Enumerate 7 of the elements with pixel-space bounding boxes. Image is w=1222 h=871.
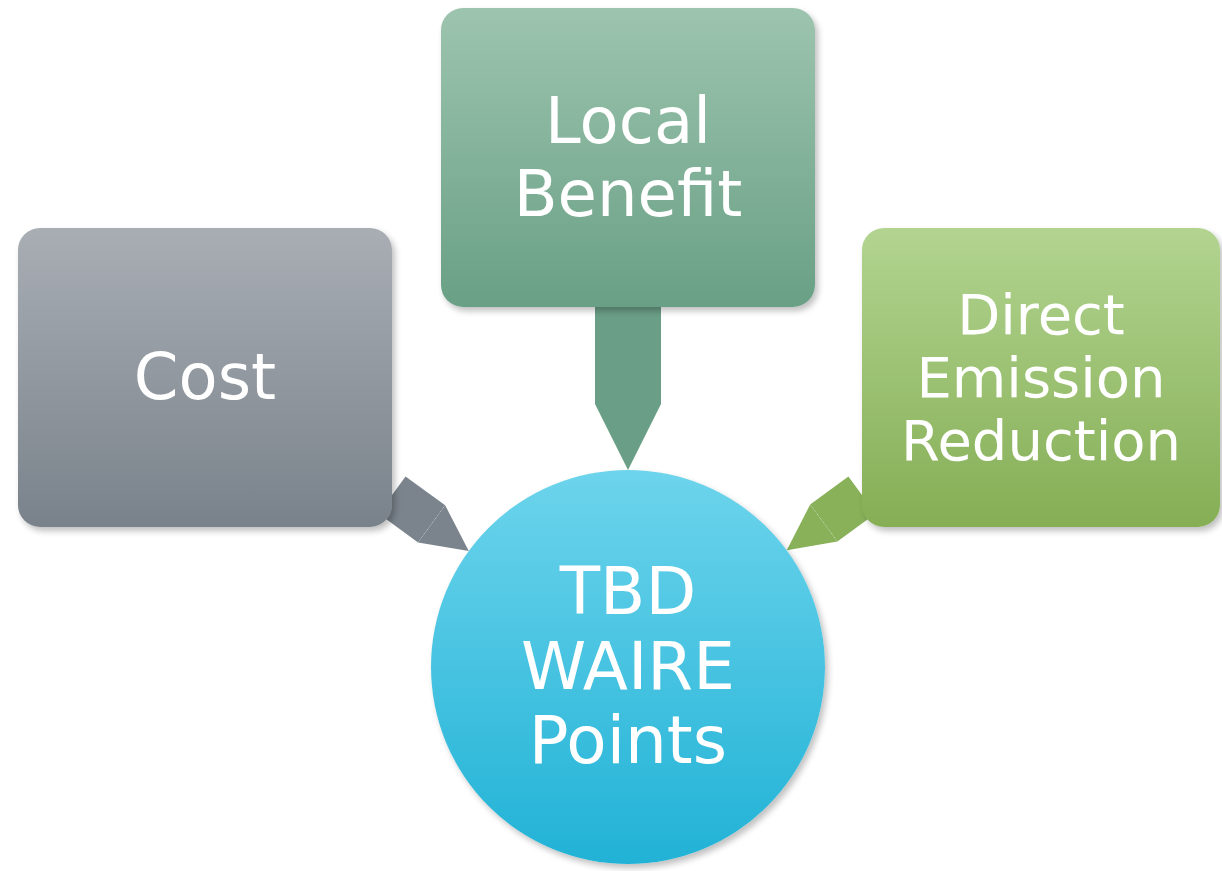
node-label: Cost xyxy=(133,341,277,414)
node-label: Local Benefit xyxy=(512,85,744,230)
rounded-box xyxy=(441,8,815,307)
rounded-box xyxy=(18,228,392,527)
rounded-box xyxy=(862,228,1220,527)
node-label: Direct Emission Reduction xyxy=(900,282,1182,473)
node-label: TBD WAIRE Points xyxy=(520,555,736,779)
